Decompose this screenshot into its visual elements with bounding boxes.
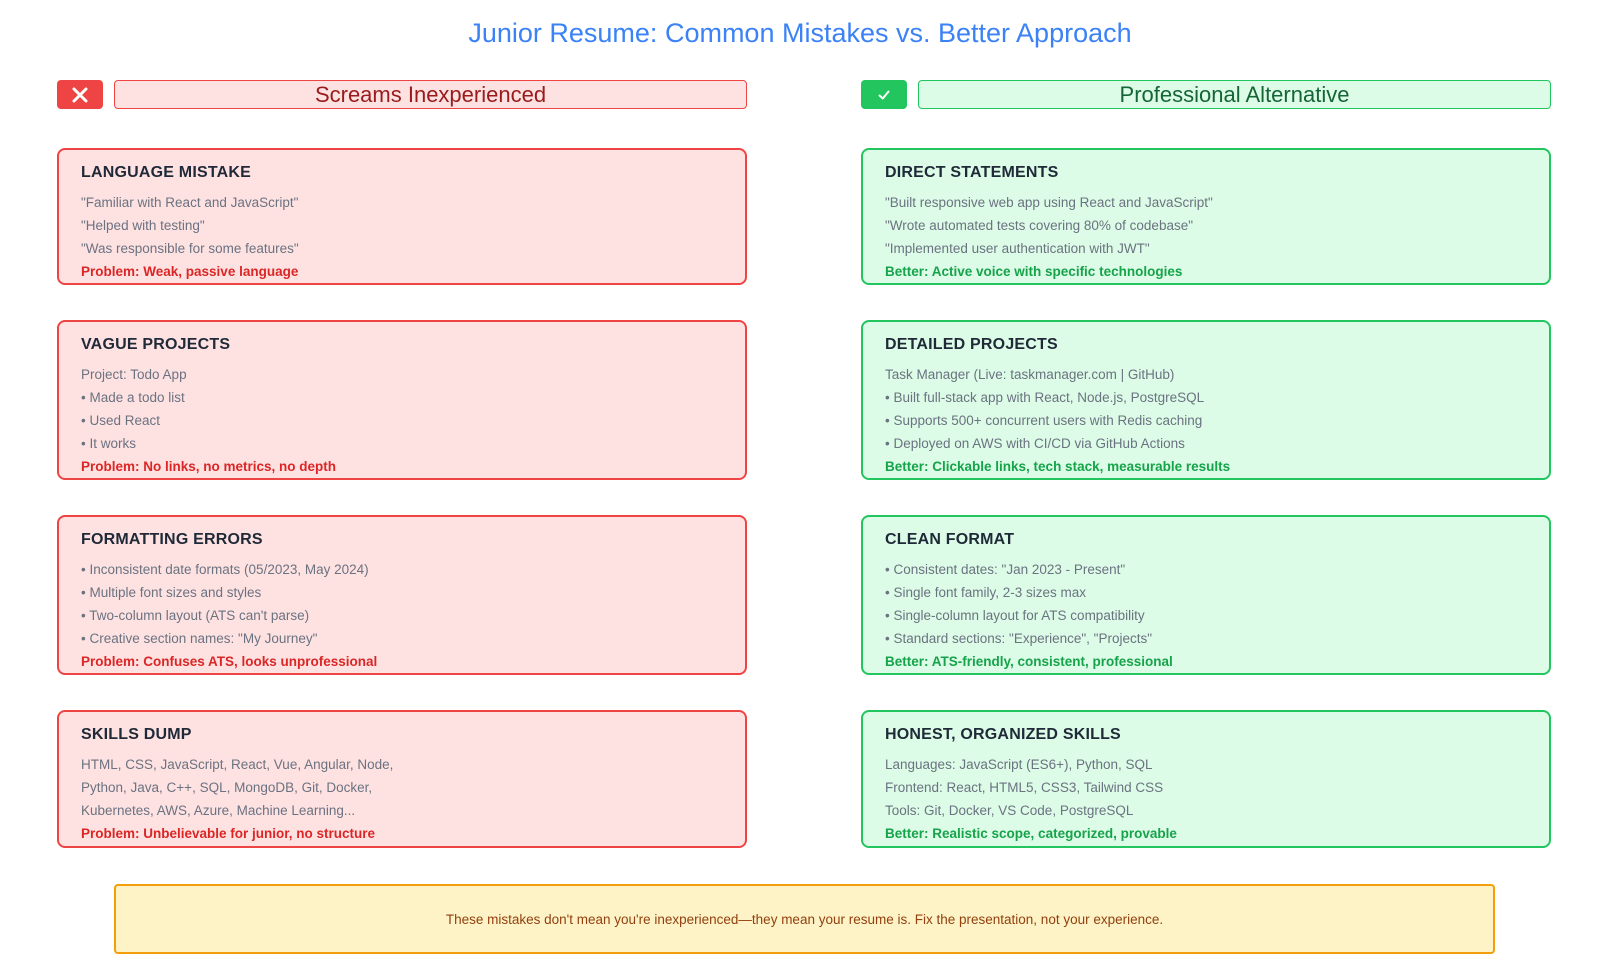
- card-line: • Standard sections: "Experience", "Proj…: [885, 631, 1153, 646]
- problem-note: Problem: No links, no metrics, no depth: [81, 459, 337, 474]
- card-line: • Two-column layout (ATS can't parse): [81, 608, 310, 623]
- mistake-card-formatting: FORMATTING ERRORS • Inconsistent date fo…: [57, 515, 747, 675]
- checkmark-icon: [861, 80, 907, 109]
- right-header-label: Professional Alternative: [918, 80, 1551, 109]
- card-line: • Inconsistent date formats (05/2023, Ma…: [81, 562, 369, 577]
- card-line: "Wrote automated tests covering 80% of c…: [885, 218, 1194, 233]
- card-title: FORMATTING ERRORS: [81, 531, 263, 548]
- card-title: CLEAN FORMAT: [885, 531, 1015, 548]
- right-column-header: Professional Alternative: [861, 80, 1551, 109]
- card-line: Frontend: React, HTML5, CSS3, Tailwind C…: [885, 780, 1164, 795]
- card-title: HONEST, ORGANIZED SKILLS: [885, 726, 1121, 743]
- card-line: HTML, CSS, JavaScript, React, Vue, Angul…: [81, 757, 394, 772]
- better-card-skills: HONEST, ORGANIZED SKILLS Languages: Java…: [861, 710, 1551, 848]
- card-line: • Deployed on AWS with CI/CD via GitHub …: [885, 436, 1185, 451]
- card-line: • Made a todo list: [81, 390, 185, 405]
- card-title: DIRECT STATEMENTS: [885, 164, 1059, 181]
- card-title: LANGUAGE MISTAKE: [81, 164, 252, 181]
- better-note: Better: ATS-friendly, consistent, profes…: [885, 654, 1173, 669]
- card-line: • Supports 500+ concurrent users with Re…: [885, 413, 1203, 428]
- card-line: Tools: Git, Docker, VS Code, PostgreSQL: [885, 803, 1134, 818]
- card-line: • Creative section names: "My Journey": [81, 631, 318, 646]
- better-note: Better: Realistic scope, categorized, pr…: [885, 826, 1177, 841]
- card-title: DETAILED PROJECTS: [885, 336, 1058, 353]
- card-line: • Single-column layout for ATS compatibi…: [885, 608, 1145, 623]
- cross-icon: [57, 80, 103, 109]
- card-line: • Multiple font sizes and styles: [81, 585, 262, 600]
- problem-note: Problem: Unbelievable for junior, no str…: [81, 826, 376, 841]
- mistake-card-skills: SKILLS DUMP HTML, CSS, JavaScript, React…: [57, 710, 747, 848]
- card-title: SKILLS DUMP: [81, 726, 192, 743]
- card-line: • Single font family, 2-3 sizes max: [885, 585, 1087, 600]
- better-card-statements: DIRECT STATEMENTS "Built responsive web …: [861, 148, 1551, 285]
- card-line: "Familiar with React and JavaScript": [81, 195, 299, 210]
- diagram-title: Junior Resume: Common Mistakes vs. Bette…: [468, 18, 1132, 48]
- card-title: VAGUE PROJECTS: [81, 336, 231, 353]
- better-card-format: CLEAN FORMAT • Consistent dates: "Jan 20…: [861, 515, 1551, 675]
- mistake-card-language: LANGUAGE MISTAKE "Familiar with React an…: [57, 148, 747, 285]
- mistake-card-projects: VAGUE PROJECTS Project: Todo App • Made …: [57, 320, 747, 480]
- better-note: Better: Clickable links, tech stack, mea…: [885, 459, 1231, 474]
- left-header-label: Screams Inexperienced: [114, 80, 747, 109]
- card-line: • Built full-stack app with React, Node.…: [885, 390, 1205, 405]
- card-line: "Was responsible for some features": [81, 241, 299, 256]
- problem-note: Problem: Weak, passive language: [81, 264, 299, 279]
- footer-callout: These mistakes don't mean you're inexper…: [114, 884, 1495, 954]
- card-line: "Implemented user authentication with JW…: [885, 241, 1150, 256]
- card-line: Kubernetes, AWS, Azure, Machine Learning…: [81, 803, 356, 818]
- card-line: Languages: JavaScript (ES6+), Python, SQ…: [885, 757, 1153, 772]
- card-line: • It works: [81, 436, 136, 451]
- card-line: Task Manager (Live: taskmanager.com | Gi…: [885, 367, 1175, 382]
- card-line: Python, Java, C++, SQL, MongoDB, Git, Do…: [81, 780, 373, 795]
- card-line: "Helped with testing": [81, 218, 205, 233]
- card-line: "Built responsive web app using React an…: [885, 195, 1213, 210]
- problem-note: Problem: Confuses ATS, looks unprofessio…: [81, 654, 378, 669]
- card-line: • Consistent dates: "Jan 2023 - Present": [885, 562, 1126, 577]
- better-card-projects: DETAILED PROJECTS Task Manager (Live: ta…: [861, 320, 1551, 480]
- card-line: • Used React: [81, 413, 161, 428]
- better-note: Better: Active voice with specific techn…: [885, 264, 1183, 279]
- left-column-header: Screams Inexperienced: [57, 80, 747, 109]
- card-line: Project: Todo App: [81, 367, 187, 382]
